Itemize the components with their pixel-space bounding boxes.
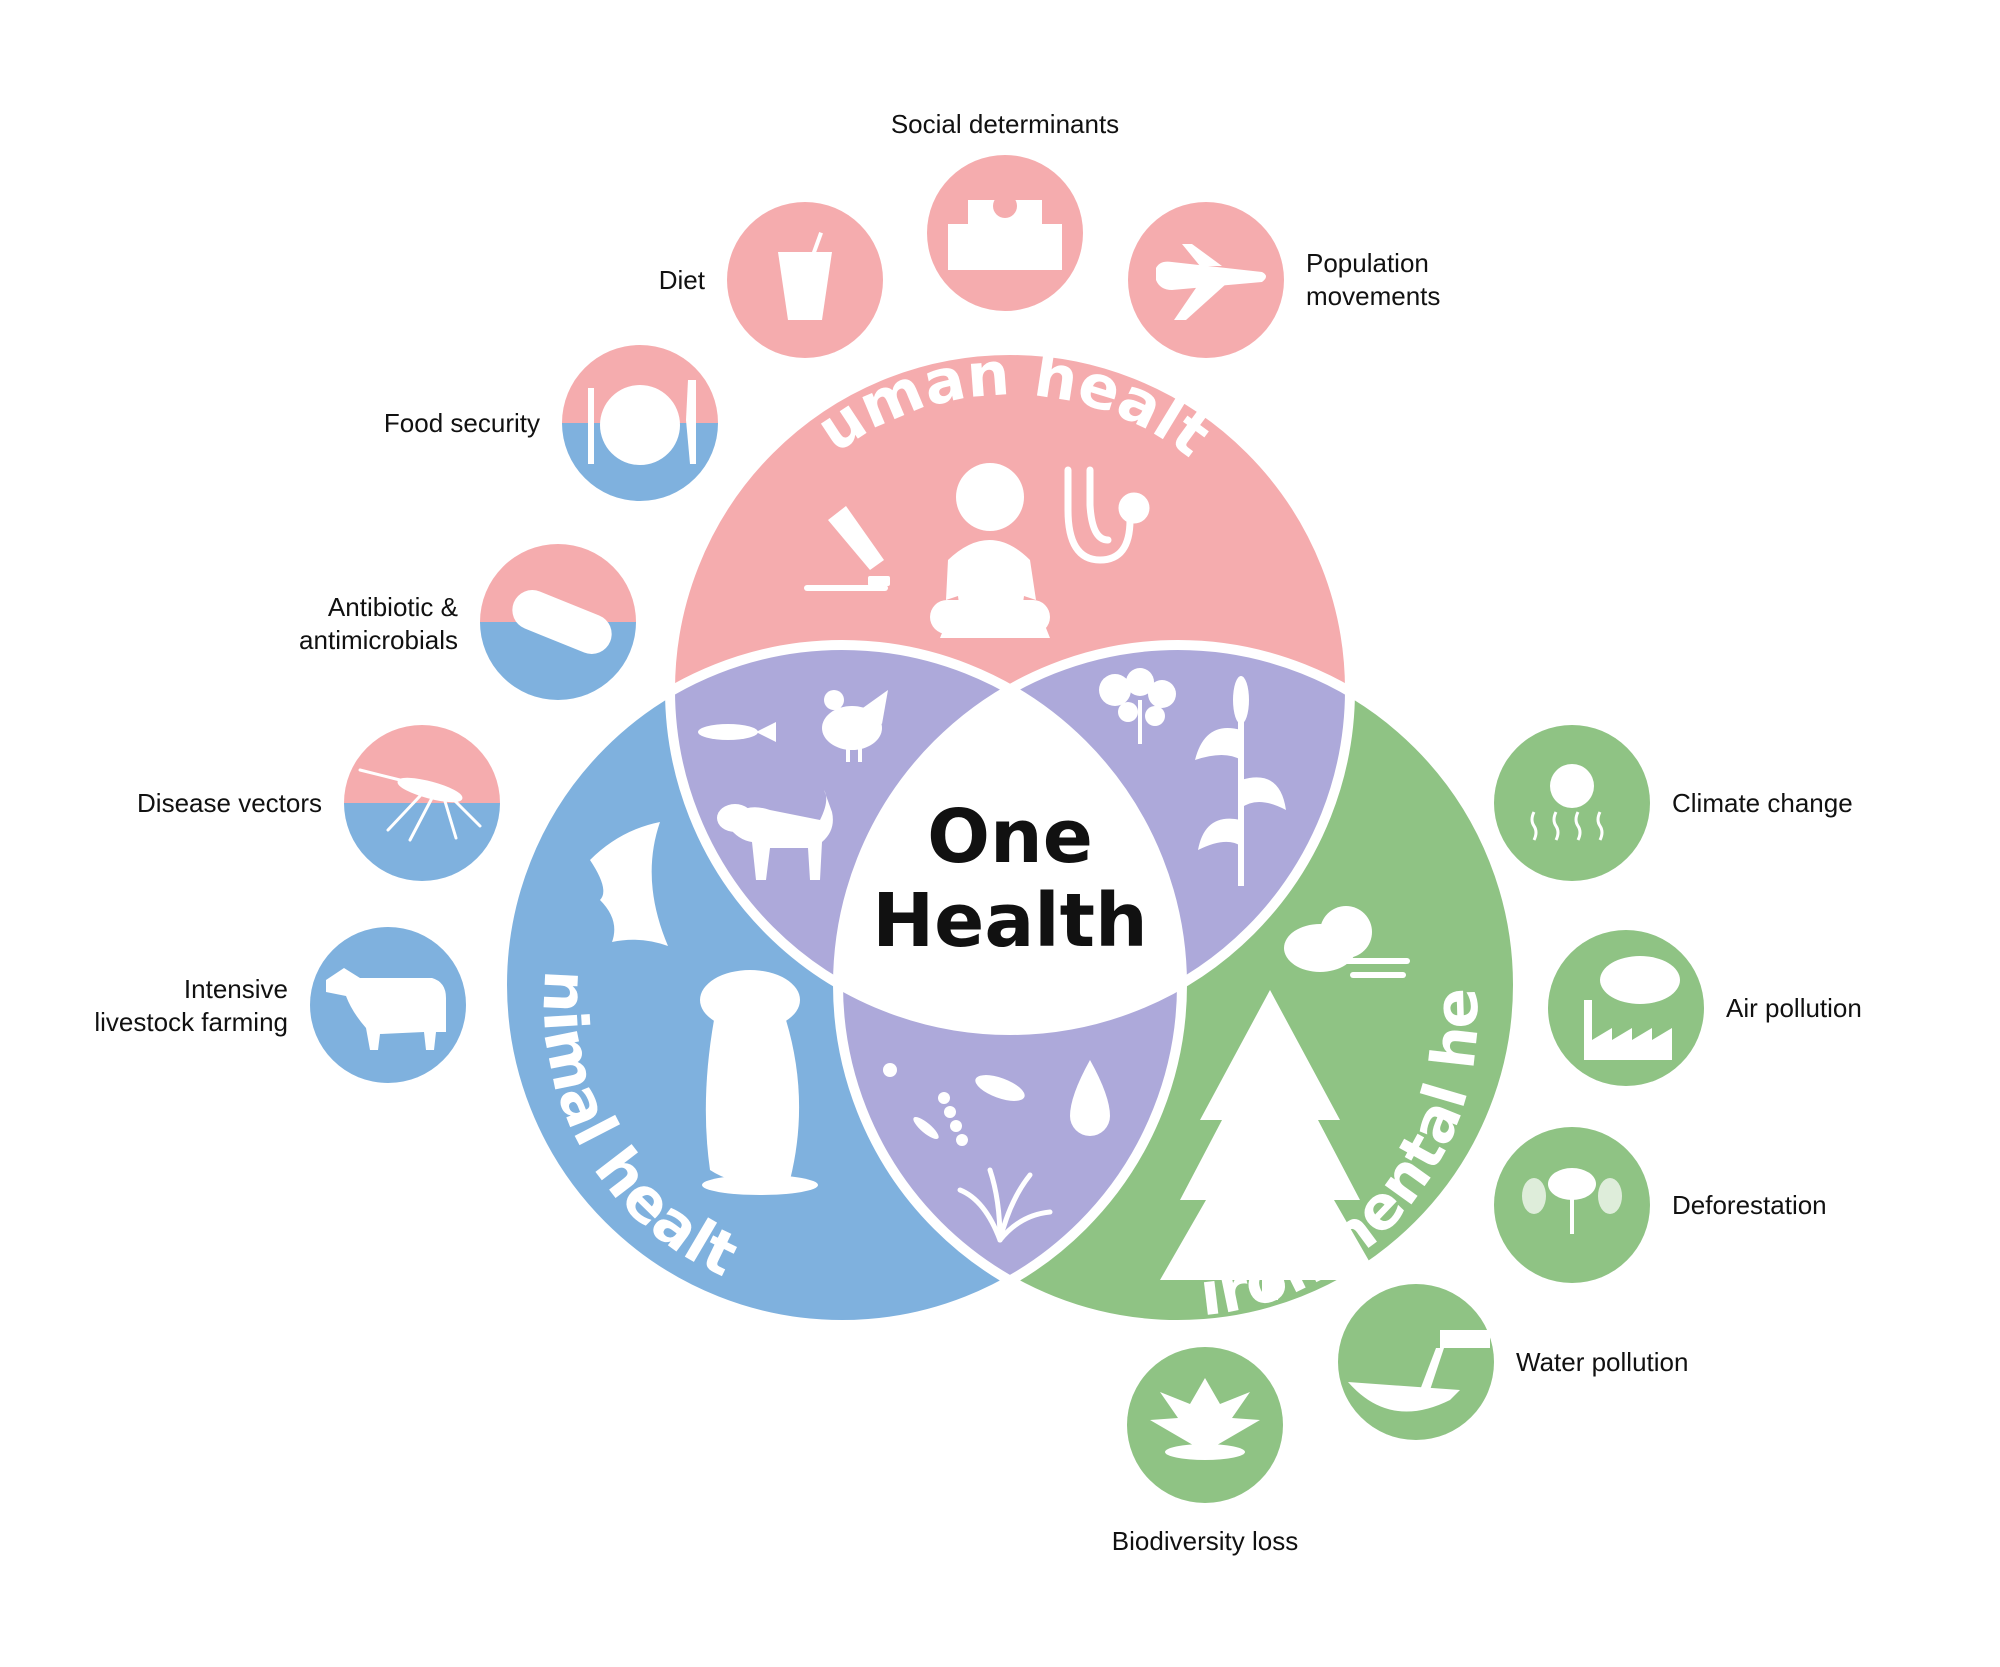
baby-icon [930,463,1050,638]
diet-label: Diet [659,265,706,295]
factory-smoke-icon [1584,956,1680,1060]
toothpaste-icon [804,506,890,591]
population-movements-label-1: Population [1306,248,1429,278]
water-pollution-label: Water pollution [1516,1347,1688,1377]
food-security-label: Food security [384,408,540,438]
airplane-icon [1156,244,1266,320]
dog-icon [717,790,833,880]
antibiotics-label-1: Antibiotic & [328,592,458,622]
pine-tree-icon [1160,990,1380,1300]
center-title-line1: One [927,794,1093,880]
cow-icon [326,968,446,1050]
disease-vectors-label: Disease vectors [137,788,322,818]
drain-pipe-icon [1348,1330,1490,1412]
antibiotics-label-2: antimicrobials [299,625,458,655]
climate-change-label: Climate change [1672,788,1853,818]
drink-cup-icon [778,232,832,320]
hospital-icon [948,194,1062,270]
social-determinants-label: Social determinants [891,109,1119,139]
livestock-label-2: livestock farming [94,1007,288,1037]
air-pollution-label: Air pollution [1726,993,1862,1023]
stethoscope-icon [1064,466,1150,564]
plate-fork-knife-icon [588,380,696,465]
bat-icon [590,822,668,946]
agave-plant-icon [1150,1378,1260,1460]
cloud-wind-icon [1284,906,1410,978]
population-movements-label-2: movements [1306,281,1440,311]
center-title-line2: Health [872,878,1147,964]
water-pollution-bubble [1338,1284,1494,1440]
circle-outlines [497,345,1523,1330]
air-pollution-bubble [1548,930,1704,1086]
water-drop-icon [1070,1060,1110,1136]
deforestation-label: Deforestation [1672,1190,1827,1220]
chicken-icon [822,690,888,762]
tomato-plant-icon [1099,668,1176,744]
livestock-label-1: Intensive [184,974,288,1004]
sun-heat-icon [1530,764,1604,841]
mosquito-icon [358,768,482,842]
trees-icon [1522,1168,1622,1234]
penguin-icon [700,970,818,1195]
pill-capsule-icon [512,590,612,654]
microbes-icon [883,1063,1025,1146]
biodiversity-loss-label: Biodiversity loss [1112,1526,1298,1556]
grass-icon [957,1167,1053,1243]
disease-vectors-bubble [344,725,500,881]
corn-plant-icon [1195,676,1286,886]
fish-icon [698,722,776,742]
